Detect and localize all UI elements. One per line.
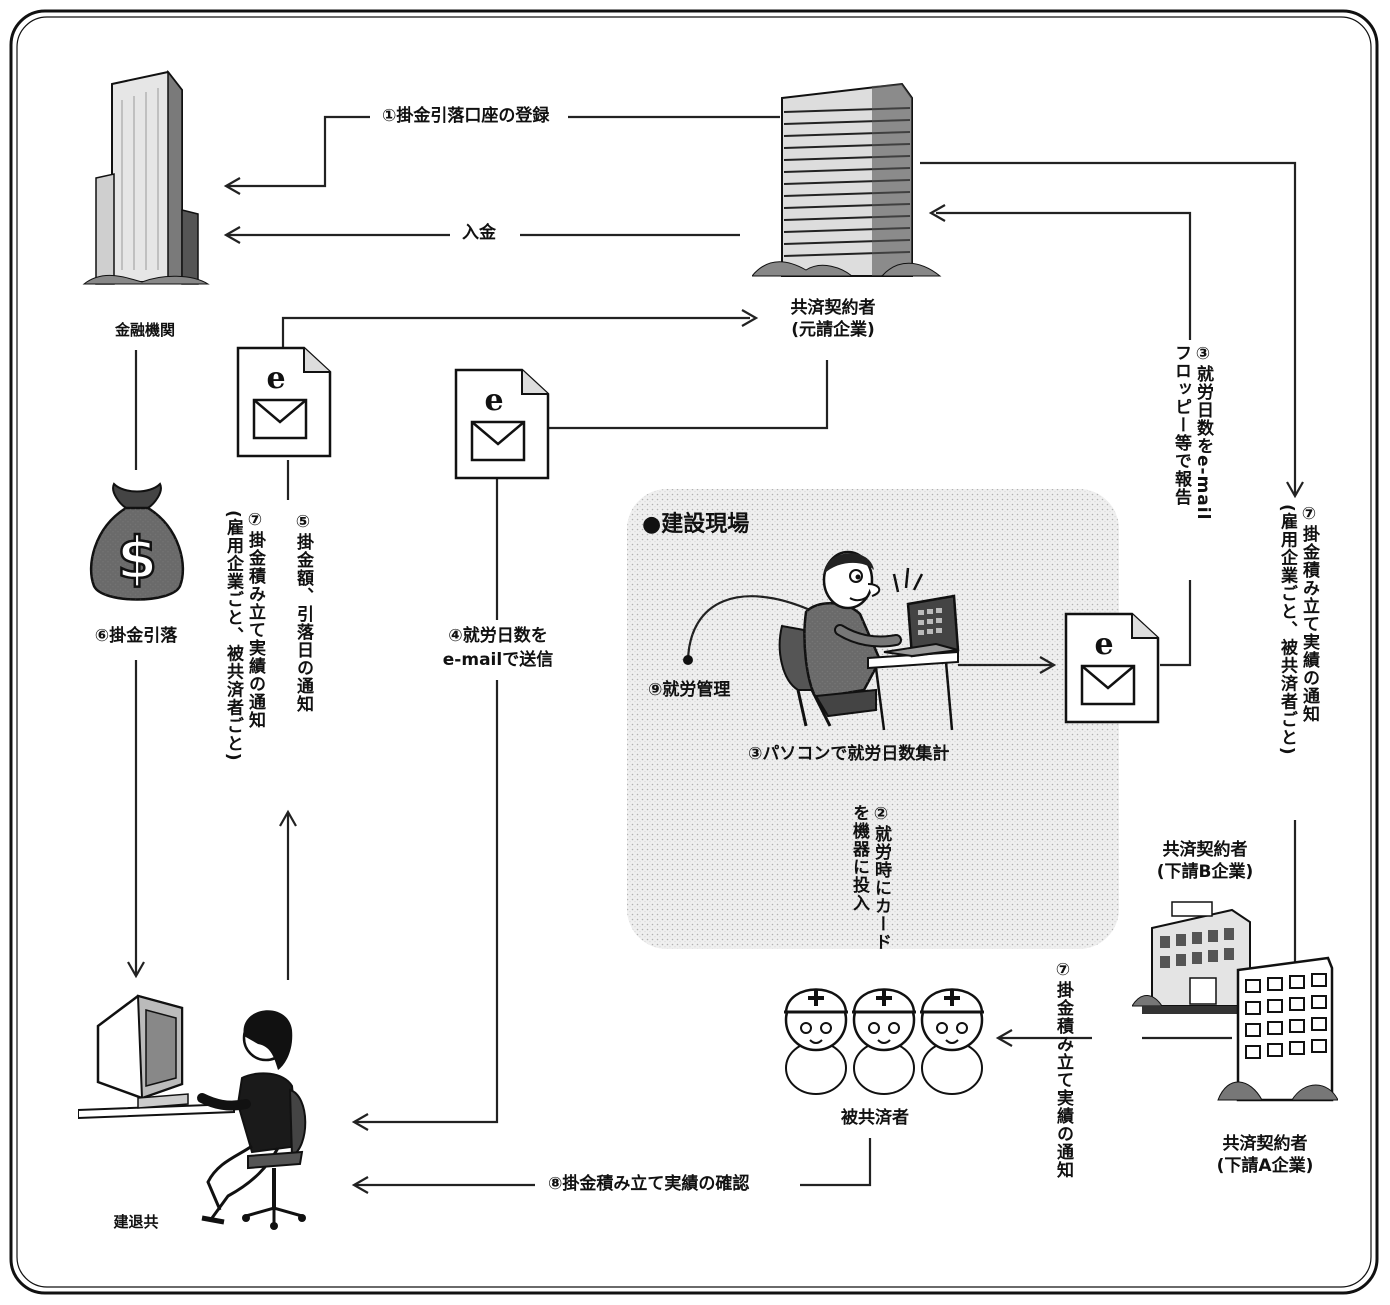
bullet-icon: ● (642, 512, 662, 537)
step-3-pc-label: ③パソコンで就労日数集計 (748, 744, 950, 764)
kentaikyo-label: 建退共 (113, 1213, 159, 1231)
sub-a-label: 共済契約者 (1222, 1134, 1308, 1154)
diagram-frame (9, 9, 1379, 1295)
subcontractor-buildings-icon (1132, 901, 1338, 1102)
worker-3 (920, 988, 984, 1095)
prime-contractor-sub-label: (元請企業) (791, 320, 875, 340)
laptop-worker-icon (778, 550, 960, 731)
step-3-report-line2: フロッピー等で報告 (1171, 344, 1191, 506)
insured-label: 被共済者 (841, 1108, 909, 1128)
construction-workers-icon (784, 988, 984, 1095)
step-2-line2: を機器に投入 (849, 804, 869, 912)
step-9-label: ⑨就労管理 (648, 680, 731, 700)
step-4-label-line2: e-mailで送信 (442, 650, 554, 670)
deposit-label: 入金 (462, 223, 496, 243)
sub-b-label: 共済契約者 (1162, 840, 1248, 860)
sub-b-sub-label: (下請B企業) (1156, 862, 1254, 882)
computer-operator-icon (78, 994, 307, 1230)
step-5-label: ⑤掛金額、引落日の通知 (293, 512, 313, 713)
sub-a-sub-label: (下請A企業) (1216, 1156, 1314, 1176)
tower-building-icon (82, 70, 210, 285)
money-bag-icon: $ (89, 482, 185, 601)
step-7-right-line1: ⑦掛金積み立て実績の通知 (1299, 504, 1319, 723)
step-7-right-line2: (雇用企業ごと、被共済者ごと) (1277, 504, 1297, 756)
step-3-report-line1: ③就労日数をe-mail (1193, 344, 1213, 521)
dollar-sign: $ (117, 524, 157, 592)
bank-label: 金融機関 (114, 321, 175, 339)
construction-site-panel (627, 489, 1119, 949)
email-document-icon: e (454, 368, 550, 480)
worker-1 (784, 988, 848, 1095)
prime-contractor-label: 共済契約者 (790, 298, 876, 318)
site-title-text: 建設現場 (661, 512, 750, 537)
step-1-label: ①掛金引落口座の登録 (382, 106, 550, 126)
email-glyph: e (266, 361, 285, 396)
office-building-icon (752, 82, 942, 277)
step-6-label: ⑥掛金引落 (94, 626, 178, 646)
step-4-label-line1: ④就労日数を (448, 626, 548, 646)
construction-site-title: ●建設現場 (642, 506, 749, 538)
step-7-bottom-label: ⑦掛金積み立て実績の通知 (1053, 960, 1073, 1179)
step-7-left-label: ⑦掛金積み立て実績の通知(雇用企業ごと、被共済者ごと) (222, 510, 266, 830)
email-document-icon: e (236, 346, 332, 458)
step-2-label: ②就労時にカードを機器に投入 (848, 804, 892, 984)
email-glyph: e (484, 383, 503, 418)
worker-2 (852, 988, 916, 1095)
step-7-left-line1: ⑦掛金積み立て実績の通知 (245, 510, 265, 729)
step-8-label: ⑧掛金積み立て実績の確認 (548, 1174, 750, 1194)
step-2-line1: ②就労時にカード (871, 804, 891, 951)
email-document-icon: e (1064, 612, 1160, 724)
step-7-left-line2: (雇用企業ごと、被共済者ごと) (223, 510, 243, 762)
email-glyph: e (1094, 627, 1113, 662)
step-7-right-label: ⑦掛金積み立て実績の通知(雇用企業ごと、被共済者ごと) (1276, 504, 1320, 824)
